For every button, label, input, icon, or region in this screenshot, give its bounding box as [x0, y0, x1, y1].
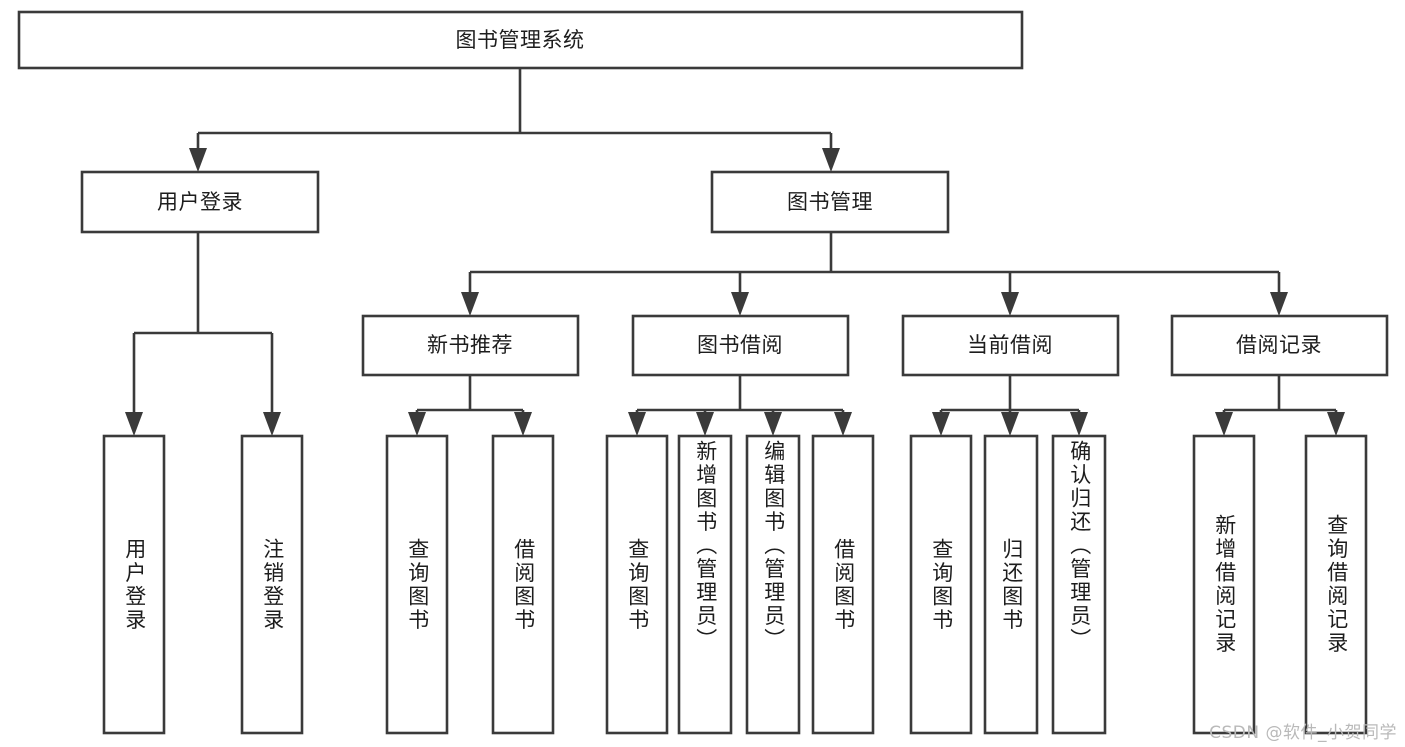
node-leaf-book-borrow-2[interactable] — [677, 434, 733, 735]
node-book-borrow-label: 图书借阅 — [697, 333, 783, 357]
arrow-root-to-user-login — [189, 148, 207, 172]
arrow-currentborrow-leaf-3 — [1070, 412, 1088, 436]
arrow-records-leaf-2 — [1327, 412, 1345, 436]
node-current-borrow[interactable] — [901, 314, 1120, 377]
node-current-borrow-label: 当前借阅 — [967, 333, 1053, 357]
arrow-bookborrow-leaf-3 — [764, 412, 782, 436]
arrow-newbook-leaf-2 — [514, 412, 532, 436]
arrow-bookborrow-leaf-4 — [834, 412, 852, 436]
node-user-login-label: 用户登录 — [157, 190, 243, 214]
arrow-bookmgmt-to-current-borrow — [1001, 292, 1019, 316]
node-leaf-current-borrow-1[interactable] — [909, 434, 973, 735]
node-leaf-current-borrow-3[interactable] — [1051, 434, 1107, 735]
node-leaf-book-borrow-1[interactable] — [605, 434, 669, 735]
node-user-login[interactable] — [80, 170, 320, 234]
arrow-bookmgmt-to-new-book — [461, 292, 479, 316]
arrow-userlogin-leaf-1 — [125, 412, 143, 436]
arrow-bookborrow-leaf-2 — [696, 412, 714, 436]
node-leaf-records-2[interactable] — [1304, 434, 1368, 735]
edges-layer — [125, 68, 1345, 436]
arrow-bookmgmt-to-records — [1270, 292, 1288, 316]
node-book-borrow[interactable] — [631, 314, 850, 377]
arrow-newbook-leaf-1 — [408, 412, 426, 436]
arrow-userlogin-leaf-2 — [263, 412, 281, 436]
node-leaf-book-borrow-4[interactable] — [811, 434, 875, 735]
arrow-bookborrow-leaf-1 — [628, 412, 646, 436]
node-book-management[interactable] — [710, 170, 950, 234]
node-borrow-records[interactable] — [1170, 314, 1389, 377]
arrow-currentborrow-leaf-2 — [1001, 412, 1019, 436]
node-leaf-records-1[interactable] — [1192, 434, 1256, 735]
node-leaf-user-login-1[interactable] — [102, 434, 166, 735]
node-root-label: 图书管理系统 — [456, 28, 585, 52]
node-leaf-book-borrow-3[interactable] — [745, 434, 801, 735]
node-leaf-current-borrow-2[interactable] — [983, 434, 1039, 735]
node-book-management-label: 图书管理 — [787, 190, 873, 214]
arrow-records-leaf-1 — [1215, 412, 1233, 436]
arrow-bookmgmt-to-book-borrow — [731, 292, 749, 316]
arrow-root-to-book-mgmt — [822, 148, 840, 172]
node-leaf-new-book-2[interactable] — [491, 434, 555, 735]
node-new-book-recommend[interactable] — [361, 314, 580, 377]
node-leaf-user-login-2[interactable] — [240, 434, 304, 735]
node-leaf-new-book-1[interactable] — [385, 434, 449, 735]
node-root[interactable] — [17, 10, 1024, 70]
arrow-currentborrow-leaf-1 — [932, 412, 950, 436]
node-new-book-recommend-label: 新书推荐 — [427, 333, 513, 357]
node-borrow-records-label: 借阅记录 — [1236, 333, 1322, 357]
nodes-layer: 图书管理系统 用户登录 图书管理 新书推荐 图书借阅 当前借阅 借阅记录 — [17, 10, 1389, 735]
